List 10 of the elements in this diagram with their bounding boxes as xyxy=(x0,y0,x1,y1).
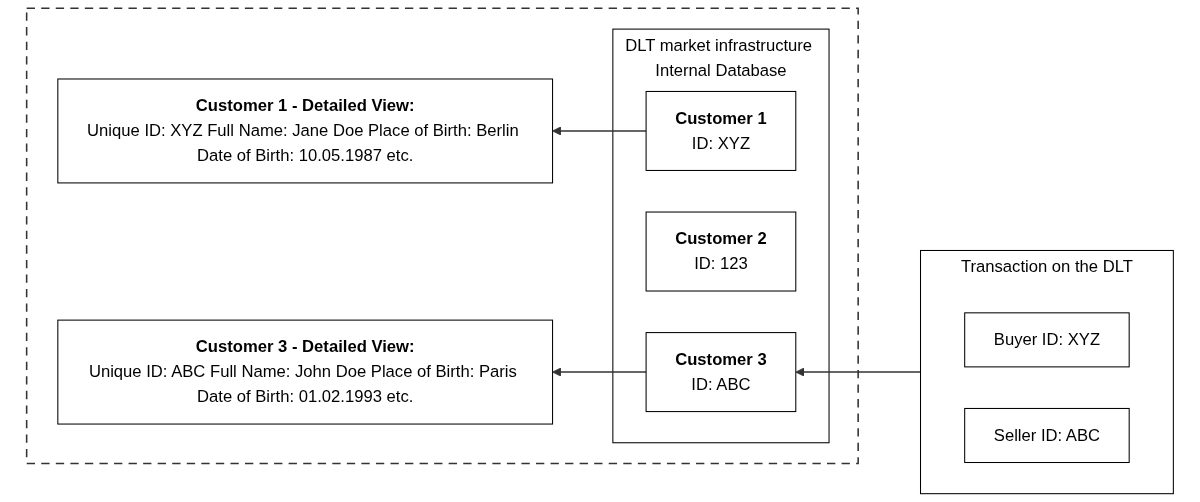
node-box: Customer 1 ID: XYZ xyxy=(645,90,797,171)
node-box: Buyer ID: XYZ xyxy=(964,312,1130,368)
arrow xyxy=(552,367,647,377)
node-box: Customer 3 ID: ABC xyxy=(645,332,797,413)
arrow xyxy=(552,126,647,136)
node-box: Customer 3 - Detailed View: Unique ID: ABC Full Name: John Doe Place of Birth: Paris Date of Birth: 01.02.1993 etc. xyxy=(57,319,554,425)
node-box: Seller ID: ABC xyxy=(964,407,1130,464)
cluster xyxy=(25,7,859,465)
node-box: Customer 2 ID: 123 xyxy=(645,211,797,292)
node-box: Customer 1 - Detailed View: Unique ID: XYZ Full Name: Jane Doe Place of Birth: Berlin Date of Birth: 10.05.1987 etc. xyxy=(57,78,554,184)
